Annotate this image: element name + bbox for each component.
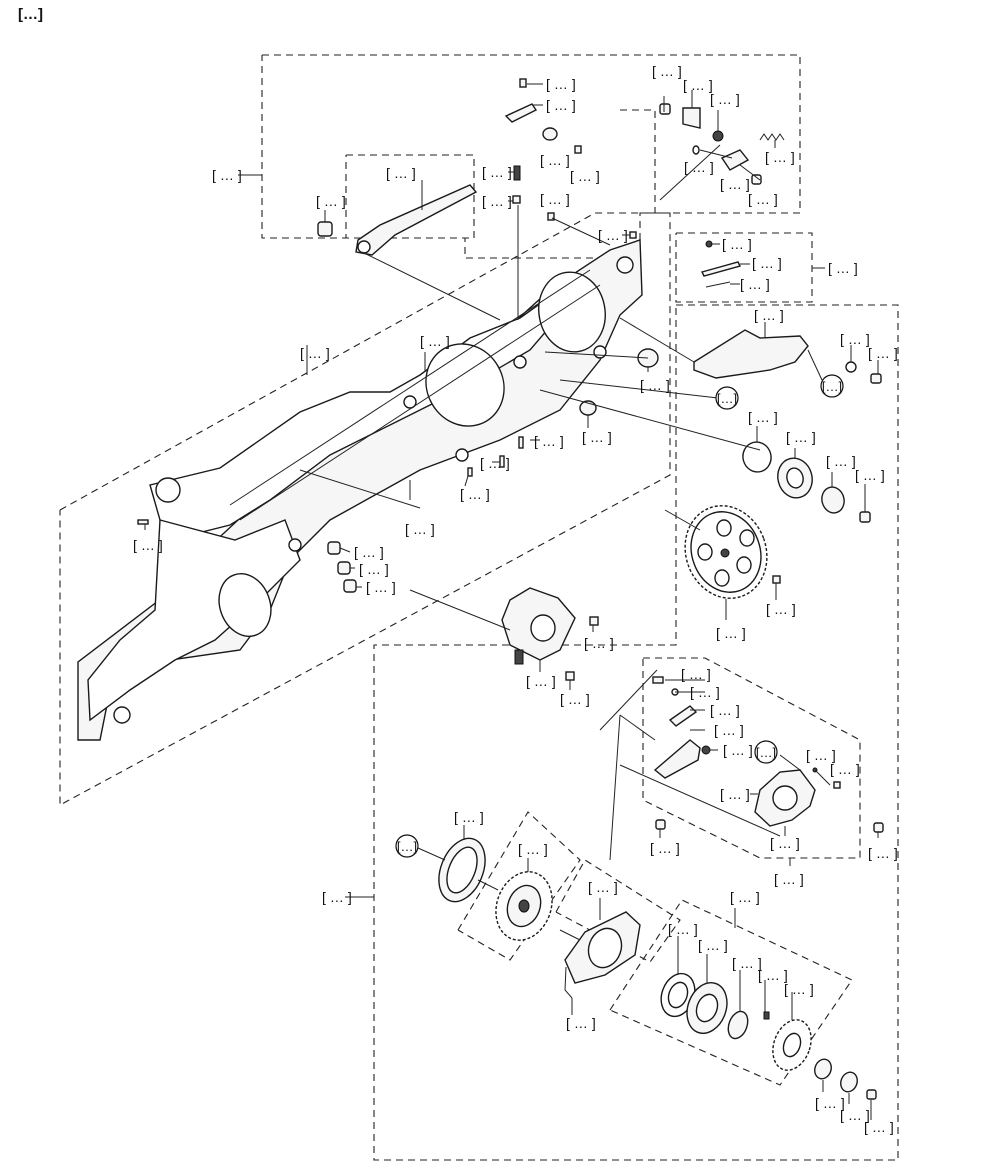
callout-b2-circle xyxy=(395,834,419,858)
label-25: […] xyxy=(652,63,686,79)
label-23: […] xyxy=(546,76,580,92)
label-43: […] xyxy=(714,722,748,738)
label-61: […] xyxy=(815,1095,849,1111)
label-33: […] xyxy=(784,981,818,997)
page-title: […] xyxy=(18,6,43,23)
label-46: […] xyxy=(681,666,715,682)
label-14: […] xyxy=(765,149,799,165)
label-52: […] xyxy=(748,409,782,425)
group-outline-upper-right xyxy=(620,109,656,213)
label-71: […] xyxy=(722,236,756,252)
label-18: […] xyxy=(540,152,574,168)
label-60: […] xyxy=(454,809,488,825)
label-13: […] xyxy=(748,191,782,207)
group-outline-12 xyxy=(261,54,801,259)
label-39: […] xyxy=(868,345,902,361)
label-27: […] xyxy=(720,176,754,192)
label-10: […] xyxy=(133,537,167,553)
label-21: […] xyxy=(482,164,516,180)
label-51: […] xyxy=(806,747,840,763)
label-28: […] xyxy=(322,889,356,905)
group-outline-42 xyxy=(642,657,861,859)
label-1: […] xyxy=(300,345,334,361)
label-37: […] xyxy=(566,1015,600,1031)
label-34: […] xyxy=(518,841,552,857)
label-63b: […] xyxy=(868,845,902,861)
label-67: […] xyxy=(752,255,786,271)
group-outline-1 xyxy=(59,212,671,806)
label-30: […] xyxy=(698,937,732,953)
group-outline-29 xyxy=(609,899,853,1086)
group-outline-66 xyxy=(675,232,813,303)
label-38: […] xyxy=(754,307,788,323)
label-5a: […] xyxy=(534,433,568,449)
label-49: […] xyxy=(720,786,754,802)
label-6a: […] xyxy=(354,544,388,560)
label-2: […] xyxy=(420,333,454,349)
label-7: […] xyxy=(359,561,393,577)
label-5b: […] xyxy=(480,455,514,471)
label-8: […] xyxy=(460,486,494,502)
label-19: […] xyxy=(570,168,604,184)
label-55: […] xyxy=(855,467,889,483)
part-labels: […] […] […] […] […] […] […] […] […] […] … xyxy=(133,63,902,1135)
label-12: […] xyxy=(212,167,246,183)
callout-b-label: […] xyxy=(717,391,737,406)
label-31: […] xyxy=(732,955,766,971)
label-26: […] xyxy=(540,191,574,207)
label-58: […] xyxy=(716,625,750,641)
label-9: […] xyxy=(405,521,439,537)
label-45: […] xyxy=(690,684,724,700)
label-16: […] xyxy=(710,91,744,107)
label-64-65: […] xyxy=(386,165,420,181)
group-outline-64-65 xyxy=(345,154,475,239)
label-20: […] xyxy=(482,193,516,209)
label-42: […] xyxy=(774,871,808,887)
label-35: […] xyxy=(668,921,702,937)
label-6b: […] xyxy=(366,579,400,595)
label-36: […] xyxy=(864,1119,898,1135)
label-29: […] xyxy=(730,889,764,905)
frame-assembly xyxy=(77,239,643,741)
label-4: […] xyxy=(582,429,616,445)
callout-b2-label: […] xyxy=(397,839,417,854)
group-outline-34 xyxy=(457,811,581,961)
reference-callouts: […] […] […] […] xyxy=(395,374,844,858)
callout-a2-circle xyxy=(754,740,778,764)
label-40: […] xyxy=(840,331,874,347)
label-57a: […] xyxy=(584,635,618,651)
callout-a-label: […] xyxy=(822,379,842,394)
label-66: […] xyxy=(828,260,862,276)
label-59: […] xyxy=(766,601,800,617)
label-17: […] xyxy=(316,193,350,209)
label-68-70: […] xyxy=(740,276,774,292)
label-62: […] xyxy=(840,1107,874,1123)
label-41: […] xyxy=(588,879,622,895)
callout-a-circle xyxy=(820,374,844,398)
callout-b-circle xyxy=(715,386,739,410)
callout-a2-label: […] xyxy=(756,745,776,760)
group-outline-right-column xyxy=(373,304,899,1161)
group-outline-41 xyxy=(555,859,681,963)
label-53: […] xyxy=(786,429,820,445)
label-50: […] xyxy=(830,761,864,777)
label-48: […] xyxy=(770,835,804,851)
label-47: […] xyxy=(723,742,757,758)
label-11: […] xyxy=(598,227,632,243)
label-44: […] xyxy=(710,702,744,718)
leader-lines xyxy=(144,83,879,1120)
label-57b: […] xyxy=(560,691,594,707)
label-15: […] xyxy=(683,77,717,93)
label-32: […] xyxy=(758,967,792,983)
label-22: […] xyxy=(546,97,580,113)
label-54: […] xyxy=(826,453,860,469)
label-24: […] xyxy=(684,159,718,175)
label-56: […] xyxy=(526,673,560,689)
label-63a: […] xyxy=(650,840,684,856)
label-3: […] xyxy=(640,377,674,393)
